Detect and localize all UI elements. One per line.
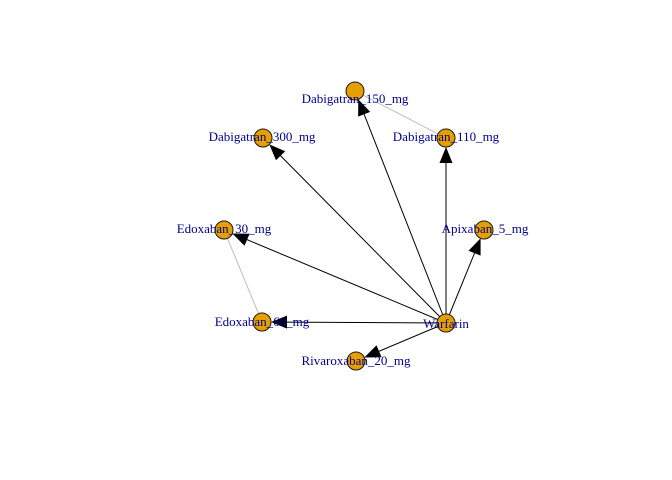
arrowhead-dabigatran_110 bbox=[439, 147, 453, 163]
edge-warfarin-edoxaban_60 bbox=[284, 321, 447, 324]
edge-warfarin-dabigatran_300 bbox=[278, 153, 447, 324]
node-dabigatran_110 bbox=[436, 128, 456, 148]
node-dabigatran_300 bbox=[253, 128, 273, 148]
node-label-edoxaban_30: Edoxaban_30_mg bbox=[177, 221, 272, 236]
node-dabigatran_150 bbox=[345, 81, 365, 101]
undirected-edge-dabigatran_150-dabigatran_110 bbox=[354, 90, 447, 139]
arrowhead-rivaroxaban_20 bbox=[364, 345, 382, 358]
node-warfarin bbox=[436, 313, 456, 333]
node-label-rivaroxaban_20: Rivaroxaban_20_mg bbox=[301, 353, 411, 368]
edge-warfarin-apixaban_5 bbox=[445, 251, 476, 324]
arrowhead-dabigatran_300 bbox=[269, 144, 286, 161]
node-edoxaban_60 bbox=[252, 312, 272, 332]
node-label-dabigatran_110: Dabigatran_110_mg bbox=[393, 129, 500, 144]
node-label-edoxaban_60: Edoxaban_60_mg bbox=[215, 314, 310, 329]
edges-layer bbox=[223, 90, 481, 358]
node-apixaban_5 bbox=[474, 220, 494, 240]
arrowhead-edoxaban_30 bbox=[232, 233, 250, 246]
node-edoxaban_30 bbox=[214, 220, 234, 240]
labels-layer: Warfarin Dabigatran_150_mgDabigatran_300_… bbox=[177, 91, 529, 368]
arrowhead-dabigatran_150 bbox=[358, 99, 371, 117]
nodes-layer bbox=[214, 81, 494, 371]
edge-warfarin-edoxaban_30 bbox=[245, 238, 447, 324]
arrowhead-edoxaban_60 bbox=[271, 315, 287, 329]
node-label-dabigatran_300: Dabigatran_300_mg bbox=[209, 129, 316, 144]
node-rivaroxaban_20 bbox=[346, 351, 366, 371]
undirected-edge-edoxaban_30-edoxaban_60 bbox=[223, 229, 263, 323]
edge-warfarin-dabigatran_150 bbox=[362, 112, 447, 324]
node-label-warfarin: Warfarin bbox=[423, 316, 469, 331]
node-label-apixaban_5: Apixaban_5_mg bbox=[442, 221, 529, 236]
edge-warfarin-rivaroxaban_20 bbox=[376, 322, 447, 353]
arrowhead-apixaban_5 bbox=[468, 238, 481, 256]
node-label-dabigatran_150: Dabigatran_150_mg bbox=[302, 91, 409, 106]
